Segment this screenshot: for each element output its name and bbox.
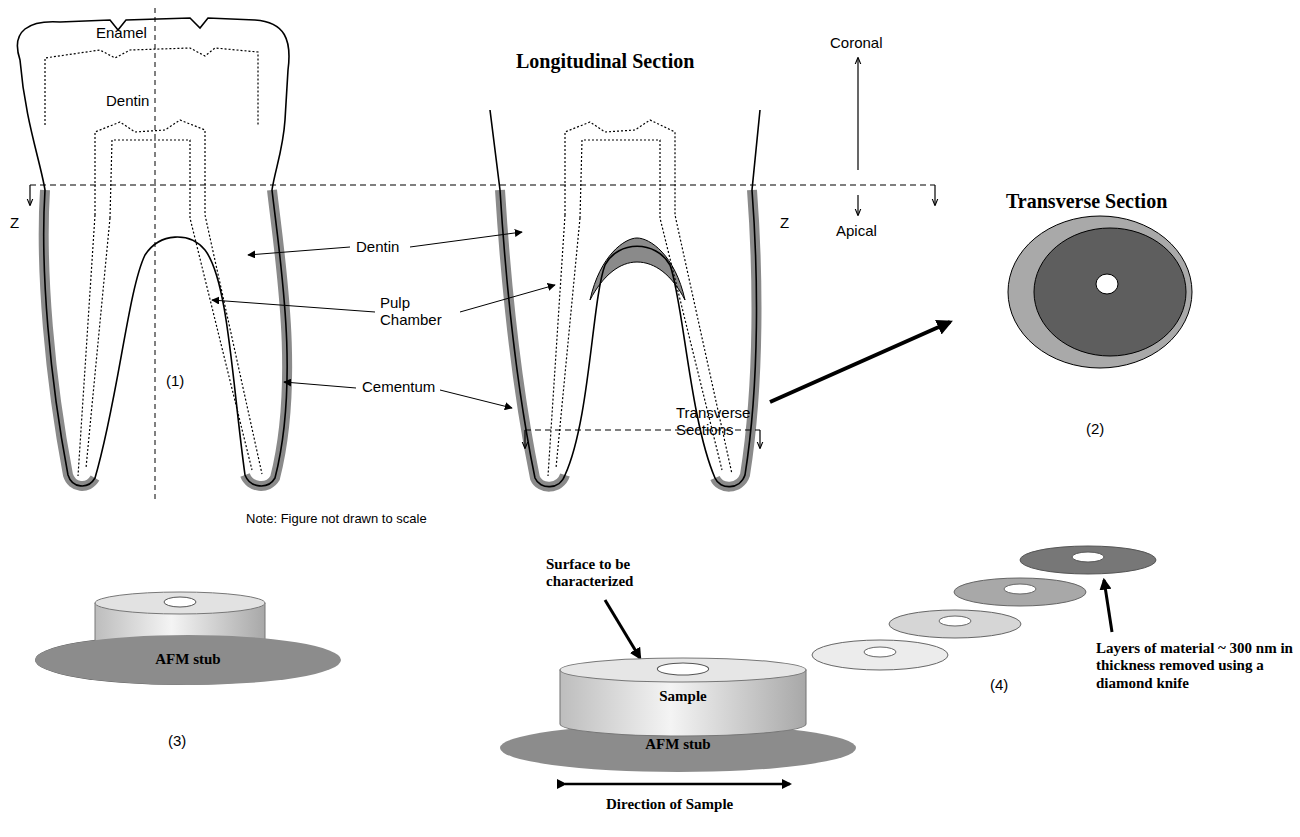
section-label: Transverse Sections [676, 404, 762, 439]
panel-number: (2) [1086, 420, 1104, 437]
node-label: AFM stub [35, 651, 341, 668]
pulp-hole [657, 663, 708, 675]
plane-arrow [29, 185, 30, 205]
direction-arrow [565, 783, 790, 786]
tooth-outline [17, 18, 289, 486]
callout-text: Layers of material ~ 300 nm in thickness… [1096, 640, 1296, 692]
sample-top [95, 592, 265, 614]
removed-layer [889, 610, 1021, 638]
panel-number: (3) [168, 732, 186, 749]
pulp-chamber-outline [78, 120, 262, 476]
leader-arrow [284, 382, 356, 388]
tissue-label: Enamel [96, 24, 147, 41]
plane-arrow [934, 185, 935, 205]
cementum-layer [500, 190, 756, 487]
section-plane [30, 184, 935, 185]
tissue-label: Dentin [356, 238, 399, 255]
panel-number: (4) [990, 676, 1008, 693]
plane-arrow [759, 430, 760, 448]
removed-layer [812, 640, 948, 670]
pulp-hole [1072, 552, 1104, 562]
tissue-label: Pulp Chamber [380, 294, 458, 329]
leader-arrow [605, 600, 640, 658]
callout-text: Direction of Sample [606, 796, 733, 813]
cementum-layer [44, 190, 287, 486]
sample-cylinder: Sample [560, 658, 806, 736]
plane-arrow [524, 430, 525, 448]
cementum-ring [1008, 216, 1192, 368]
node-label: Sample [560, 688, 806, 705]
enamel-dentin-junction [45, 48, 258, 125]
plane-label: Z [10, 214, 19, 231]
stub-disc [35, 635, 341, 685]
direction-arrow [857, 58, 858, 170]
afm-stub: AFM stub [35, 635, 341, 685]
leader-arrow [212, 300, 375, 312]
pulp-hole [1096, 274, 1118, 294]
removed-layer [1020, 546, 1156, 574]
direction-label: Coronal [830, 34, 883, 51]
pulp-hole [864, 647, 896, 657]
direction-label: Apical [836, 222, 877, 239]
section-title: Transverse Section [1006, 190, 1167, 213]
leader-arrow [1104, 580, 1112, 632]
callout-text: Surface to be characterized [546, 556, 686, 591]
section-title: Longitudinal Section [516, 50, 694, 73]
sample-surface [560, 658, 806, 682]
leader-arrow [248, 247, 350, 255]
leader-arrow [410, 232, 522, 247]
dentin-disc [1034, 228, 1186, 356]
leader-arrow [460, 285, 555, 312]
direction-arrow [857, 195, 858, 215]
tissue-label: Dentin [106, 92, 149, 109]
pulp-hole [164, 597, 196, 607]
leader-arrow [440, 390, 512, 408]
pointer-arrow [770, 322, 950, 402]
axis-line [155, 8, 156, 500]
plane-label: Z [780, 214, 789, 231]
pulp-hole [939, 616, 971, 626]
removed-layer [954, 578, 1086, 606]
note-text: Note: Figure not drawn to scale [246, 512, 427, 527]
pulp-hole [1004, 584, 1036, 594]
tissue-label: Cementum [362, 378, 435, 395]
panel-number: (1) [166, 372, 184, 389]
node-label: AFM stub [500, 736, 856, 753]
